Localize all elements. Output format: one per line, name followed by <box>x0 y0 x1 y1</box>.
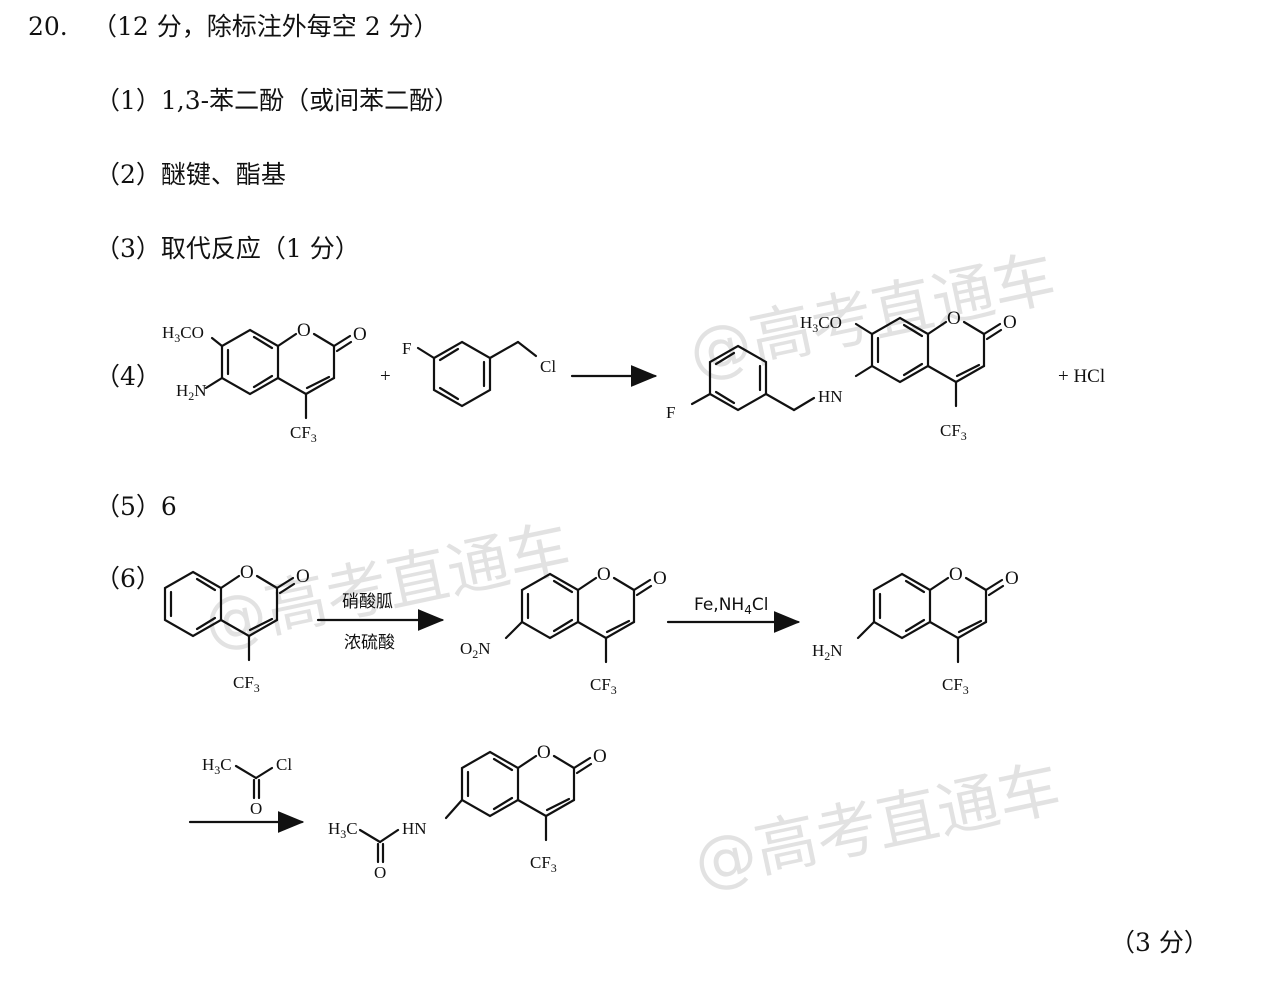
cf3-label: CF3 <box>233 673 260 695</box>
answer-6-tag: （6） <box>95 564 161 593</box>
cf3-label: CF3 <box>942 675 969 697</box>
amino-intermediate: O O CF3 H2N <box>812 564 1019 697</box>
answer-3: （3）取代反应（1 分） <box>95 234 360 263</box>
carbonyl-oxygen-label: O <box>353 324 367 345</box>
amino-label: H2N <box>176 381 207 403</box>
nitro-label: O2N <box>460 639 491 661</box>
methoxy-label: H3CO <box>162 323 204 345</box>
ring-oxygen-label: O <box>949 564 963 585</box>
carbonyl-oxygen-label: O <box>1005 568 1019 589</box>
ring-oxygen-label: O <box>240 562 254 583</box>
carbonyl-oxygen-label: O <box>653 568 667 589</box>
carbonyl-oxygen-label: O <box>296 566 310 587</box>
answer-1: （1）1,3-苯二酚（或间苯二酚） <box>95 86 460 115</box>
step2-reagent: Fe,NH4Cl <box>694 595 768 617</box>
ring-oxygen-label: O <box>297 320 311 341</box>
byproduct-hcl: + HCl <box>1058 366 1105 387</box>
answer-5: （5）6 <box>95 492 177 521</box>
carbonyl-oxygen-label: O <box>593 746 607 767</box>
amide-methyl-label: H3C <box>328 819 358 841</box>
reagent-chloro-label: Cl <box>276 755 292 774</box>
reactant-2-structure: F Cl <box>402 339 556 408</box>
acetyl-chloride-reagent: H3C Cl O <box>202 755 292 818</box>
answer-2: （2）醚键、酯基 <box>95 160 286 189</box>
cf3-label: CF3 <box>530 853 557 875</box>
ring-oxygen-label: O <box>537 742 551 763</box>
points-note: （3 分） <box>1110 928 1209 957</box>
step1-reagent-top: 硝酸胍 <box>342 592 393 612</box>
step1-reagent-bottom: 浓硫酸 <box>344 633 395 653</box>
question-header: （12 分，除标注外每空 2 分） <box>92 12 439 41</box>
methoxy-label: H3CO <box>800 313 842 335</box>
cf3-label: CF3 <box>290 423 317 445</box>
final-product: O O CF3 HN H3C O <box>328 742 607 882</box>
reagent-oxygen-label: O <box>250 799 262 818</box>
answer-4-tag: （4） <box>95 362 161 391</box>
cf3-label: CF3 <box>590 675 617 697</box>
reaction-4: O O CF3 H3CO H2N + F Cl <box>162 308 1105 445</box>
product-4-benzyl: F HN <box>666 344 843 422</box>
carbonyl-oxygen-label: O <box>1003 312 1017 333</box>
product-4-coumarin: O O CF3 H3CO <box>800 308 1017 443</box>
reactant-1-structure: O O CF3 H3CO H2N <box>162 320 367 445</box>
cf3-label: CF3 <box>940 421 967 443</box>
route-6: O O CF3 硝酸胍 浓硫酸 O O CF3 O2N Fe,NH4Cl O O… <box>163 562 1019 882</box>
ring-oxygen-label: O <box>597 564 611 585</box>
product-hn-label: HN <box>818 387 843 406</box>
fluoro-label: F <box>402 339 411 358</box>
product-fluoro-label: F <box>666 403 675 422</box>
ring-oxygen-label: O <box>947 308 961 329</box>
amino-label: H2N <box>812 641 843 663</box>
nitro-intermediate: O O CF3 O2N <box>460 564 667 697</box>
chloro-label: Cl <box>540 357 556 376</box>
question-number: 20. <box>28 12 68 41</box>
starting-coumarin: O O CF3 <box>163 562 310 695</box>
plus-sign: + <box>380 366 391 387</box>
amide-oxygen-label: O <box>374 863 386 882</box>
amide-hn-label: HN <box>402 819 427 838</box>
reagent-methyl-label: H3C <box>202 755 232 777</box>
